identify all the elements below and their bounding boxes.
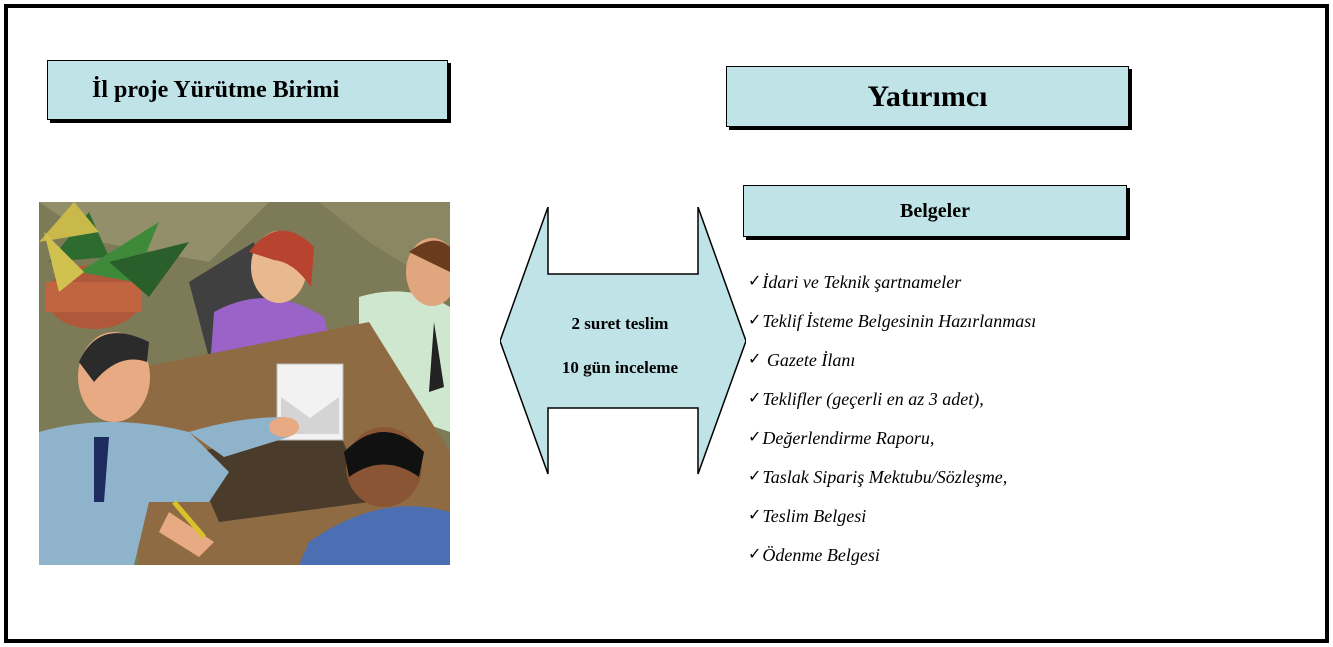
arrow-line-copies: 2 suret teslim (571, 314, 669, 333)
list-item: ✓Değerlendirme Raporu, (748, 418, 1036, 457)
documents-box: Belgeler (743, 185, 1127, 237)
business-meeting-illustration (39, 202, 450, 565)
list-item: ✓İdari ve Teknik şartnameler (748, 262, 1036, 301)
investor-label: Yatırımcı (867, 79, 988, 113)
unit-label: İl proje Yürütme Birimi (92, 76, 340, 103)
check-icon: ✓ (748, 350, 762, 368)
list-item: ✓Teklifler (geçerli en az 3 adet), (748, 379, 1036, 418)
arrow-line-review: 10 gün inceleme (561, 358, 679, 377)
double-arrow-shape (500, 207, 746, 475)
slide-frame (4, 4, 1329, 643)
check-icon: ✓ (748, 428, 762, 446)
investor-box: Yatırımcı (726, 66, 1129, 127)
list-item: ✓Teslim Belgesi (748, 496, 1036, 535)
list-item: ✓Taslak Sipariş Mektubu/Sözleşme, (748, 457, 1036, 496)
check-icon: ✓ (748, 311, 762, 329)
check-icon: ✓ (748, 506, 762, 524)
unit-box: İl proje Yürütme Birimi (47, 60, 448, 120)
check-icon: ✓ (748, 545, 762, 563)
list-item: ✓Teklif İsteme Belgesinin Hazırlanması (748, 301, 1036, 340)
check-icon: ✓ (748, 272, 762, 290)
list-item: ✓ Gazete İlanı (748, 340, 1036, 379)
check-icon: ✓ (748, 467, 762, 485)
check-icon: ✓ (748, 389, 762, 407)
documents-label: Belgeler (900, 199, 970, 222)
list-item: ✓Ödenme Belgesi (748, 535, 1036, 574)
documents-list: ✓İdari ve Teknik şartnameler ✓Teklif İst… (748, 262, 1036, 574)
